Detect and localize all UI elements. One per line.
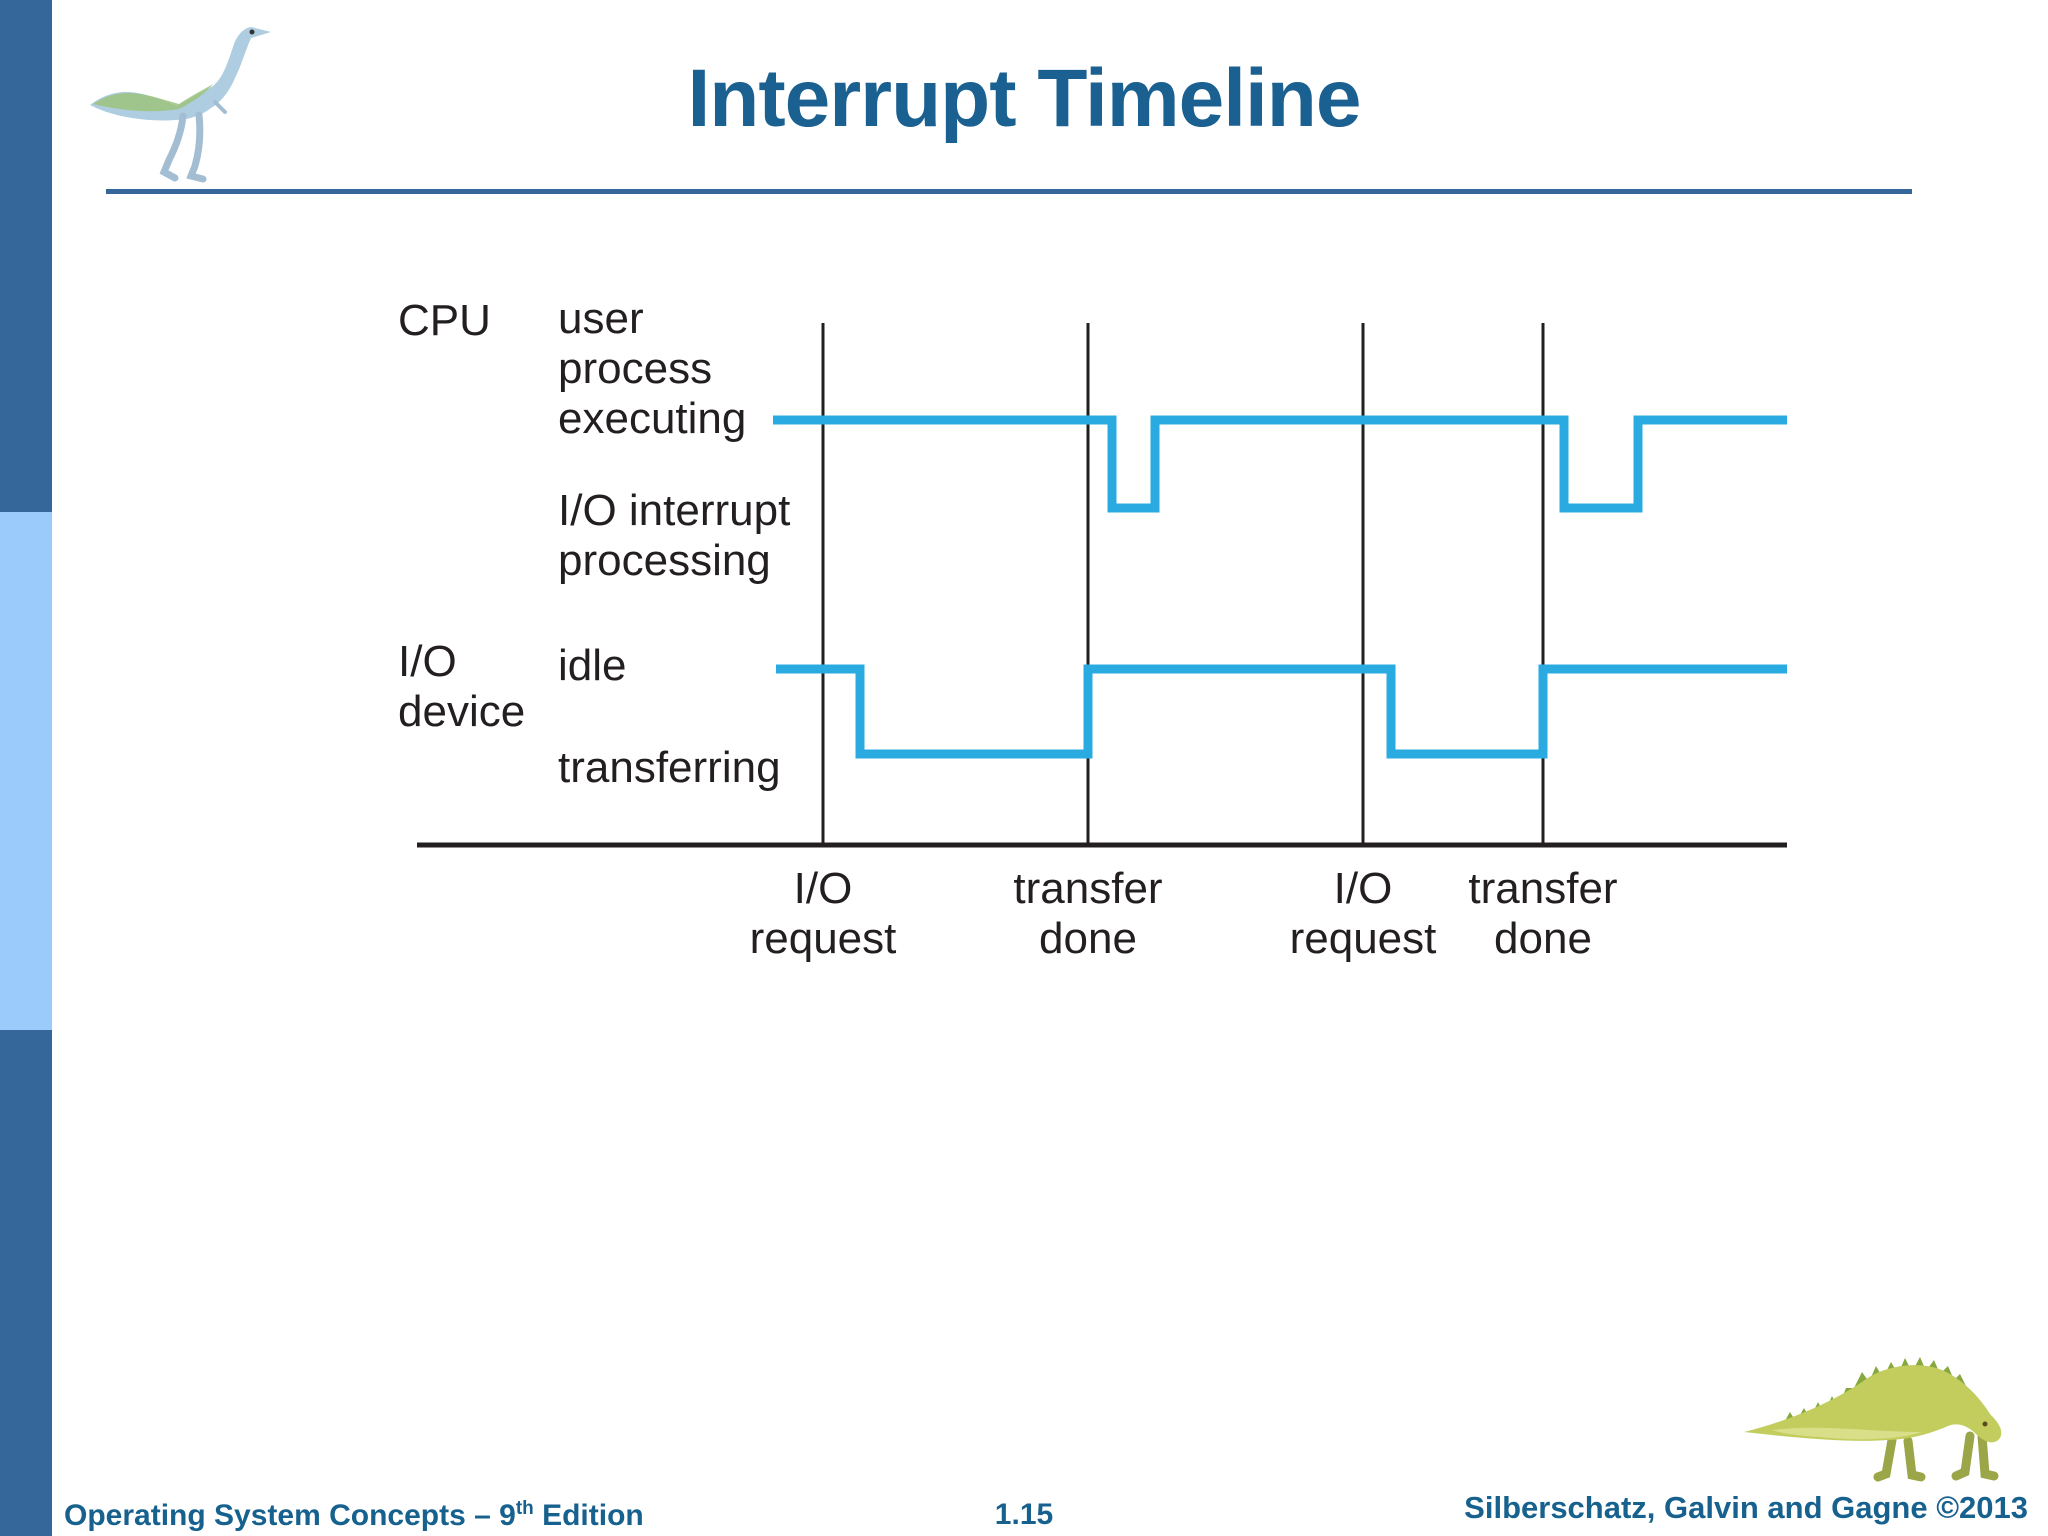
event-label-transfer-done-1: transfer done xyxy=(1013,864,1163,963)
title-underline xyxy=(106,189,1912,194)
footer-page-number: 1.15 xyxy=(994,1498,1054,1531)
cpu-row-label: CPU xyxy=(398,296,491,345)
dino-legs xyxy=(159,100,227,183)
footer-edition-suffix: Edition xyxy=(533,1499,644,1532)
event-label-io-request-1: I/O request xyxy=(749,864,897,963)
io-state-idle-label: idle xyxy=(558,641,627,690)
dino2-body xyxy=(1744,1365,2002,1443)
footer-book-text: Operating System Concepts – 9 xyxy=(64,1499,516,1532)
io-state-transferring-label: transferring xyxy=(558,743,781,792)
dino2-legs xyxy=(1873,1431,1999,1482)
cpu-waveform xyxy=(773,415,1787,513)
footer-authors: Silberschatz, Galvin and Gagne ©2013 xyxy=(1464,1490,2028,1525)
dino2-eye xyxy=(1982,1421,1988,1427)
dinosaur-logo-icon xyxy=(90,27,271,183)
footer-book-title: Operating System Concepts – 9th Edition xyxy=(64,1498,644,1533)
dinosaur-bottom-right-icon xyxy=(1744,1357,2002,1482)
dino2-belly-highlight xyxy=(1772,1427,1922,1440)
event-label-transfer-done-2: transfer done xyxy=(1468,864,1618,963)
dino-back-stripe xyxy=(93,84,213,112)
sidebar-band-dark-top xyxy=(0,0,52,512)
footer-edition-superscript: th xyxy=(515,1498,534,1519)
cpu-state-executing-label: user process executing xyxy=(558,294,747,443)
sidebar-band-dark-bottom xyxy=(0,1030,52,1536)
dino-eye xyxy=(249,29,255,35)
sidebar-band-light-middle xyxy=(0,512,52,1030)
page-title: Interrupt Timeline xyxy=(687,53,1361,144)
cpu-state-interrupt-label: I/O interrupt processing xyxy=(558,486,791,585)
io-device-waveform xyxy=(776,664,1787,759)
event-label-io-request-2: I/O request xyxy=(1289,864,1437,963)
io-device-row-label: I/O device xyxy=(398,637,526,736)
